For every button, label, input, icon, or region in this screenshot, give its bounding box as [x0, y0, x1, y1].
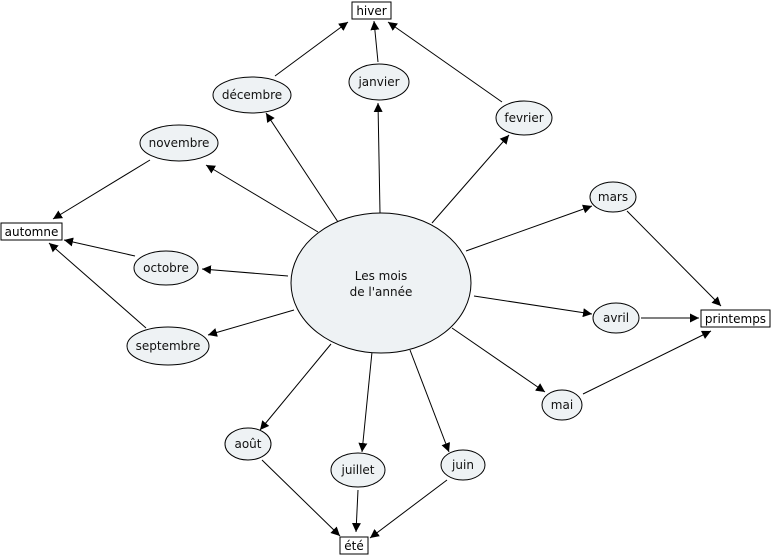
edge-mai-printemps — [582, 330, 712, 395]
month-ellipse — [212, 76, 292, 114]
edge-center-novembre — [205, 164, 319, 233]
edge-center-janvier — [373, 102, 383, 214]
month-ellipse — [224, 427, 272, 461]
month-node-decembre[interactable]: décembre — [212, 76, 292, 114]
month-node-octobre[interactable]: octobre — [133, 250, 199, 286]
season-box-automne[interactable]: automne — [0, 222, 63, 241]
month-label: mai — [551, 398, 573, 412]
edge-fevrier-hiver — [387, 21, 503, 103]
month-label: octobre — [143, 261, 189, 275]
month-node-juin[interactable]: juin — [440, 449, 486, 481]
season-rect — [0, 222, 63, 241]
month-label: juin — [451, 458, 474, 472]
month-ellipse — [589, 181, 637, 213]
month-node-avril[interactable]: avril — [592, 302, 640, 334]
month-ellipse — [495, 100, 553, 136]
month-node-juillet[interactable]: juillet — [330, 452, 386, 488]
month-node-janvier[interactable]: janvier — [348, 63, 410, 101]
edge-janvier-hiver — [370, 20, 380, 63]
month-node-fevrier[interactable]: fevrier — [495, 100, 553, 136]
month-ellipse — [133, 250, 199, 286]
month-node-novembre[interactable]: novembre — [139, 124, 219, 162]
month-node-mai[interactable]: mai — [541, 389, 583, 421]
center-node[interactable]: Les mois de l'année — [290, 212, 472, 354]
edge-center-decembre — [265, 112, 339, 223]
edge-center-juin — [409, 349, 450, 453]
season-rect — [700, 309, 771, 328]
edge-center-avril — [473, 295, 593, 318]
center-ellipse — [290, 212, 472, 354]
edge-center-octobre — [201, 265, 289, 277]
season-label: hiver — [356, 4, 386, 18]
month-node-septembre[interactable]: septembre — [126, 326, 210, 366]
center-connectors — [201, 102, 593, 453]
edge-center-juillet — [358, 351, 373, 453]
edge-center-septembre — [207, 309, 295, 337]
month-node-mars[interactable]: mars — [589, 181, 637, 213]
center-label-line1: Les mois — [355, 269, 408, 283]
season-box-hiver[interactable]: hiver — [351, 1, 392, 20]
edge-center-mai — [451, 327, 546, 393]
center-label-line2: de l'année — [350, 285, 413, 299]
month-ellipse — [126, 326, 210, 366]
month-label: mars — [598, 190, 628, 204]
edge-septembre-automne — [48, 242, 147, 329]
month-ellipse — [440, 449, 486, 481]
month-ellipse — [330, 452, 386, 488]
month-ellipse — [348, 63, 410, 101]
edge-novembre-automne — [52, 159, 151, 220]
month-ellipse — [541, 389, 583, 421]
edge-mars-printemps — [626, 210, 722, 307]
month-label: janvier — [357, 75, 399, 89]
season-rect — [339, 536, 369, 555]
month-node-aout[interactable]: août — [224, 427, 272, 461]
month-label: juillet — [340, 463, 374, 477]
season-label: printemps — [705, 312, 766, 326]
edge-octobre-automne — [63, 237, 136, 257]
edge-decembre-hiver — [274, 21, 349, 77]
edge-center-mars — [465, 204, 593, 252]
season-box-ete[interactable]: été — [339, 536, 369, 555]
season-rect — [351, 1, 392, 20]
edge-juin-ete — [369, 479, 448, 539]
edge-center-fevrier — [431, 134, 510, 224]
season-label: automne — [5, 225, 59, 239]
edge-center-aout — [259, 343, 332, 431]
month-label: novembre — [149, 136, 210, 150]
month-ellipse — [592, 302, 640, 334]
month-ellipse — [139, 124, 219, 162]
month-label: décembre — [222, 88, 282, 102]
season-label: été — [344, 539, 363, 553]
month-label: avril — [603, 311, 629, 325]
season-box-printemps[interactable]: printemps — [700, 309, 771, 328]
month-label: septembre — [136, 339, 201, 353]
edge-juillet-ete — [351, 489, 361, 533]
month-label: fevrier — [504, 111, 543, 125]
season-connectors — [48, 20, 722, 539]
month-label: août — [234, 437, 261, 451]
edge-aout-ete — [261, 459, 341, 537]
